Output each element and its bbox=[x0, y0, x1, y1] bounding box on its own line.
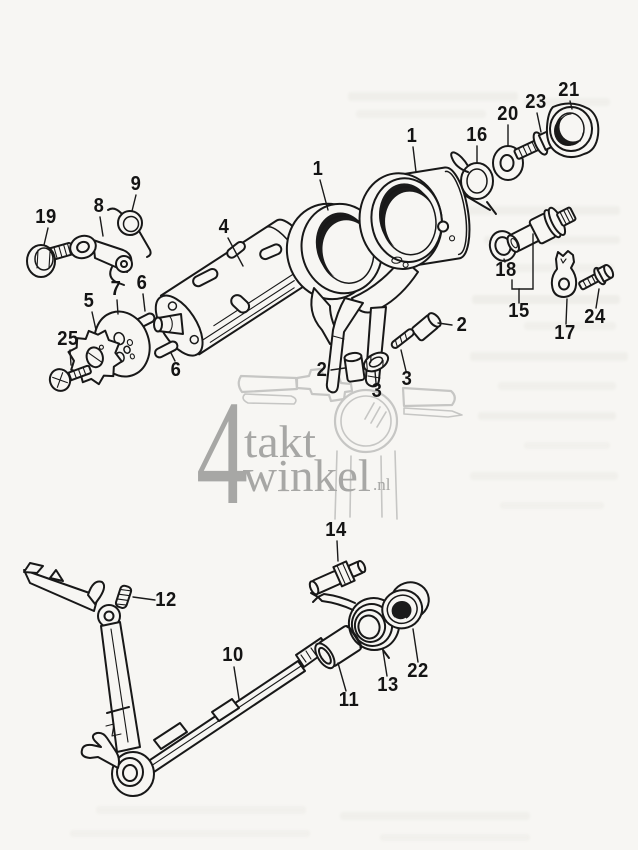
leader-line bbox=[330, 367, 346, 371]
part-callout-1: 1 bbox=[406, 125, 418, 148]
part-callout-9: 9 bbox=[130, 173, 142, 196]
leader-line bbox=[43, 227, 49, 246]
leader-line bbox=[412, 628, 419, 663]
part-callout-7: 7 bbox=[110, 278, 122, 301]
part-callout-13: 13 bbox=[377, 674, 399, 697]
leader-line bbox=[91, 311, 97, 331]
part-callout-16: 16 bbox=[466, 124, 488, 147]
part-callout-5: 5 bbox=[83, 290, 95, 313]
part-drawing-pin-3-right bbox=[390, 328, 415, 349]
part-callout-15: 15 bbox=[508, 300, 530, 323]
part-drawing-shift-drum-4 bbox=[153, 218, 319, 357]
leader-line bbox=[518, 233, 534, 290]
part-drawing-pawl-spring-12 bbox=[114, 584, 133, 609]
part-drawing-bolt-24 bbox=[578, 263, 615, 291]
part-callout-3: 3 bbox=[401, 368, 413, 391]
part-drawing-oil-seal-22 bbox=[381, 581, 430, 630]
leader-line bbox=[511, 279, 520, 304]
parts-artwork bbox=[23, 102, 615, 797]
part-drawing-guide-pin-6-bottom bbox=[154, 340, 179, 359]
leader-line bbox=[400, 349, 407, 372]
leader-line bbox=[374, 370, 377, 384]
leader-line bbox=[233, 666, 240, 700]
leader-line bbox=[536, 112, 542, 133]
leader-line bbox=[503, 258, 506, 263]
part-callout-17: 17 bbox=[554, 322, 576, 345]
part-callout-18: 18 bbox=[495, 259, 517, 282]
leader-line bbox=[595, 288, 600, 309]
leader-line bbox=[142, 293, 146, 312]
part-drawing-fork-pin-2-left bbox=[343, 351, 366, 383]
part-callout-2: 2 bbox=[316, 359, 328, 382]
watermark-motorcycle-art bbox=[237, 367, 463, 520]
part-callout-25: 25 bbox=[57, 328, 79, 351]
part-callout-2: 2 bbox=[456, 314, 468, 337]
leader-line bbox=[412, 146, 417, 173]
watermark-domain-suffix: .nl bbox=[373, 475, 391, 494]
part-callout-14: 14 bbox=[325, 519, 347, 542]
leader-line bbox=[131, 194, 137, 212]
watermark: 4 takt winkel .nl bbox=[196, 367, 463, 536]
leader-line bbox=[132, 596, 156, 601]
part-drawing-retainer-clip-16 bbox=[450, 151, 497, 215]
leader-line bbox=[565, 298, 568, 325]
part-drawing-stopper-arm-8 bbox=[69, 234, 133, 286]
part-drawing-lock-plate-17 bbox=[550, 250, 578, 298]
part-callout-20: 20 bbox=[497, 103, 519, 126]
leader-line bbox=[336, 540, 339, 562]
leader-line bbox=[116, 299, 119, 315]
part-drawing-bearing-cap-21 bbox=[545, 102, 600, 158]
part-drawing-stopper-spring-9 bbox=[107, 207, 152, 258]
watermark-numeral: 4 bbox=[196, 370, 248, 536]
part-drawing-shift-fork-right-1 bbox=[358, 166, 471, 270]
leader-line bbox=[437, 322, 453, 326]
part-drawing-drum-pin-14 bbox=[308, 559, 367, 596]
part-callout-6: 6 bbox=[136, 272, 148, 295]
leader-line bbox=[382, 650, 388, 677]
part-callout-1: 1 bbox=[312, 158, 324, 181]
page-bleed-through bbox=[70, 92, 628, 841]
part-callout-19: 19 bbox=[35, 206, 57, 229]
watermark-word-bottom: winkel bbox=[243, 450, 371, 501]
watermark-word-top: takt bbox=[244, 416, 316, 467]
leader-line bbox=[569, 100, 573, 110]
leader-lines bbox=[43, 100, 600, 700]
part-callout-24: 24 bbox=[584, 306, 606, 329]
part-callout-8: 8 bbox=[93, 195, 105, 218]
part-callout-11: 11 bbox=[338, 689, 360, 712]
part-callout-12: 12 bbox=[155, 589, 177, 612]
part-drawing-stopper-bolt-15 bbox=[506, 206, 577, 253]
part-callout-22: 22 bbox=[407, 660, 429, 683]
leader-line bbox=[227, 237, 244, 267]
leader-line bbox=[69, 349, 72, 366]
part-drawing-screw-25 bbox=[48, 364, 92, 392]
part-drawing-pin-3-left bbox=[362, 351, 390, 373]
part-callout-3: 3 bbox=[371, 380, 383, 403]
part-callout-6: 6 bbox=[170, 359, 182, 382]
leader-line bbox=[99, 216, 104, 237]
leader-line bbox=[319, 179, 329, 211]
part-callout-10: 10 bbox=[222, 644, 244, 667]
leader-line bbox=[337, 662, 347, 692]
part-callout-4: 4 bbox=[218, 216, 230, 239]
part-callout-23: 23 bbox=[525, 91, 547, 114]
part-callout-21: 21 bbox=[558, 79, 580, 102]
part-drawing-fork-pin-2-right bbox=[411, 312, 442, 342]
part-drawing-gearchange-spindle-10 bbox=[23, 562, 330, 797]
part-drawing-flange-bolt-19 bbox=[26, 241, 75, 278]
leader-line bbox=[170, 352, 176, 362]
